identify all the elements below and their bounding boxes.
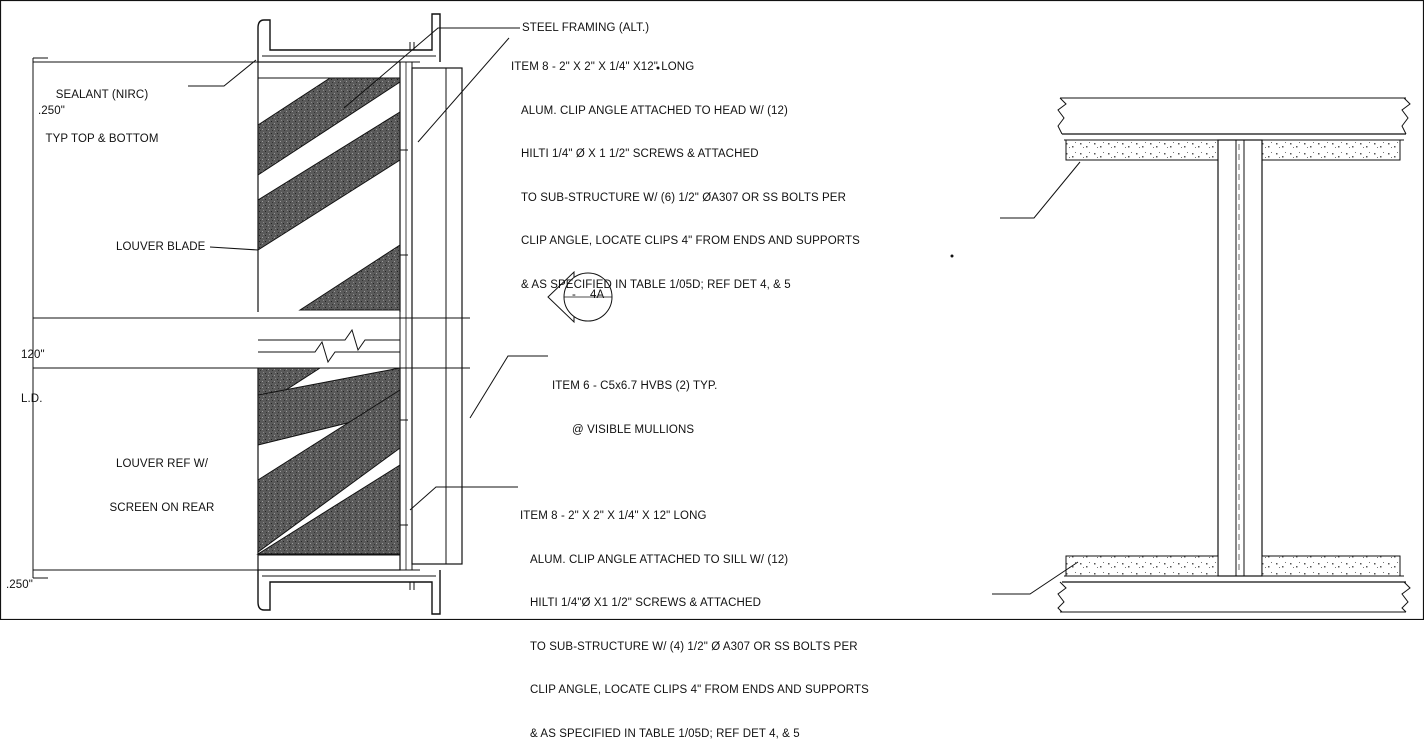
- louver-ref-line1: LOUVER REF W/: [115, 458, 209, 470]
- louver-ref-line2: SCREEN ON REAR: [109, 501, 215, 514]
- leader-line-bottom-pad: [992, 561, 1079, 595]
- item8-head-line: ALUM. CLIP ANGLE ATTACHED TO HEAD W/ (12…: [521, 104, 788, 117]
- top-pad-right: [1261, 139, 1401, 161]
- item8-head-line: HILTI 1/4" Ø X 1 1/2" SCREWS & ATTACHED: [521, 148, 759, 160]
- item6-line1: ITEM 6 - C5x6.7 HVBS (2) TYP.: [552, 380, 718, 392]
- item8-head-note: ITEM 8 - 2" X 2" X 1/4" X12" LONG ALUM. …: [511, 31, 860, 307]
- section-callout-symbol: [547, 270, 613, 324]
- item8-head-line: ITEM 8 - 2" X 2" X 1/4" X12" LONG: [511, 61, 695, 73]
- item8-sill-line: HILTI 1/4"Ø X1 1/2" SCREWS & ATTACHED: [530, 597, 762, 609]
- opening-dimension-value: 120": [21, 349, 45, 361]
- dimension-top-label: .250": [38, 105, 65, 117]
- item6-note: ITEM 6 - C5x6.7 HVBS (2) TYP. @ VISIBLE …: [552, 350, 717, 452]
- bottom-slab: [1057, 575, 1411, 613]
- leader-lines: [188, 27, 548, 511]
- louver-blade: [298, 244, 401, 311]
- item8-sill-line: CLIP ANGLE, LOCATE CLIPS 4" FROM ENDS AN…: [530, 684, 869, 696]
- top-pad-left: [1065, 139, 1219, 161]
- opening-dimension-desc: L.D.: [21, 392, 43, 405]
- item8-sill-line: ITEM 8 - 2" X 2" X 1/4" X 12" LONG: [520, 510, 707, 522]
- section-callout-dash: -: [572, 289, 576, 301]
- steel-column: [1217, 139, 1263, 577]
- sealant-label-line1: SEALANT (NIRC): [55, 89, 149, 101]
- item6-line2: @ VISIBLE MULLIONS: [572, 423, 695, 436]
- sill-framing: [257, 570, 441, 615]
- mullion-channel: [399, 61, 463, 571]
- opening-dimension-label: 120" L.D.: [21, 319, 45, 421]
- sealant-label-line2: TYP TOP & BOTTOM: [45, 132, 159, 145]
- dimension-bottom-label: .250": [6, 579, 33, 591]
- leader-line-top-pad: [1000, 161, 1081, 219]
- steel-framing-label: STEEL FRAMING (ALT.): [522, 22, 650, 34]
- item8-head-line: TO SUB-STRUCTURE W/ (6) 1/2" ØA307 OR SS…: [521, 191, 846, 204]
- head-framing: [257, 13, 441, 62]
- sealant-label: SEALANT (NIRC) TYP TOP & BOTTOM: [12, 63, 192, 165]
- fastener-ticks: [400, 149, 408, 526]
- bottom-pad-left: [1065, 555, 1219, 577]
- detail-drawing: [0, 0, 1424, 620]
- break-line: [258, 340, 400, 364]
- louver-ref-label: LOUVER REF W/ SCREEN ON REAR: [92, 428, 232, 530]
- item8-sill-line: & AS SPECIFIED IN TABLE 1/05D; REF DET 4…: [530, 727, 800, 740]
- item8-head-line: & AS SPECIFIED IN TABLE 1/05D; REF DET 4…: [521, 278, 791, 291]
- louver-blade-label: LOUVER BLADE: [116, 241, 206, 253]
- section-callout-label: 4A: [590, 289, 605, 301]
- item8-sill-line: TO SUB-STRUCTURE W/ (4) 1/2" Ø A307 OR S…: [530, 640, 858, 653]
- break-line: [258, 328, 400, 352]
- bottom-pad-right: [1261, 555, 1401, 577]
- item8-sill-line: ALUM. CLIP ANGLE ATTACHED TO SILL W/ (12…: [530, 553, 789, 566]
- item8-sill-note: ITEM 8 - 2" X 2" X 1/4" X 12" LONG ALUM.…: [520, 480, 869, 756]
- top-slab: [1057, 97, 1411, 141]
- item8-head-line: CLIP ANGLE, LOCATE CLIPS 4" FROM ENDS AN…: [521, 235, 860, 247]
